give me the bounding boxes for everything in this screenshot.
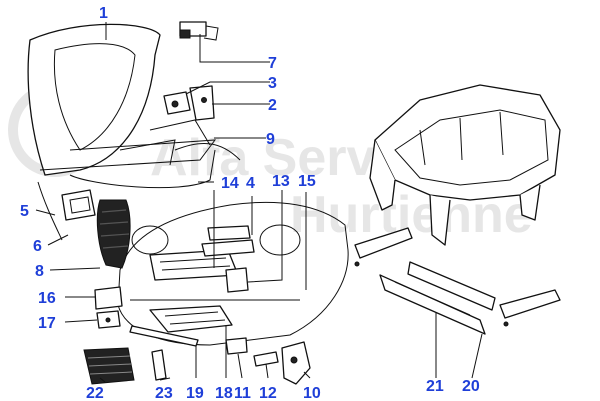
part-20-rails [354,227,561,327]
part-2-3-hinge [163,85,215,121]
callout-22: 22 [86,385,104,401]
part-18-lower-panel [149,305,233,333]
callout-21: 21 [426,378,444,395]
part-21-sill [379,261,496,335]
callout-11: 11 [234,385,251,401]
callout-1: 1 [99,5,108,22]
callout-15: 15 [298,173,316,190]
callout-3: 3 [268,75,277,92]
callout-9: 9 [266,131,275,148]
part-4-crossmember [201,225,255,257]
callout-2: 2 [268,97,277,114]
part-22-grille [83,347,135,385]
part-6-bracket [61,189,96,221]
callout-10: 10 [303,385,321,401]
callout-14: 14 [221,175,239,192]
callout-labels: 1 2 3 4 5 6 7 8 9 10 11 12 13 14 15 16 1… [20,5,480,401]
part-16-bracket [94,286,123,310]
part-23-fitting [151,349,167,381]
part-12-bar [253,351,279,367]
callout-7: 7 [268,55,277,72]
chassis-frame [369,84,561,246]
callout-17: 17 [38,315,56,332]
callout-19: 19 [186,385,204,401]
part-17-bracket [96,310,121,329]
hood-assembly [27,23,217,189]
part-11-block [225,337,248,355]
callout-23: 23 [155,385,173,401]
callout-12: 12 [259,385,277,401]
part-8-boot [96,199,131,269]
part-7-latch [179,21,219,41]
callout-18: 18 [215,385,233,401]
callout-4: 4 [246,175,255,192]
part-13-15-side [225,267,249,293]
callout-20: 20 [462,378,480,395]
part-10-bracket [281,341,311,385]
callout-6: 6 [33,238,42,255]
callout-5: 5 [20,203,29,220]
callout-16: 16 [38,290,56,307]
callout-8: 8 [35,263,44,280]
leader-lines [35,22,483,383]
callout-13: 13 [272,173,290,190]
